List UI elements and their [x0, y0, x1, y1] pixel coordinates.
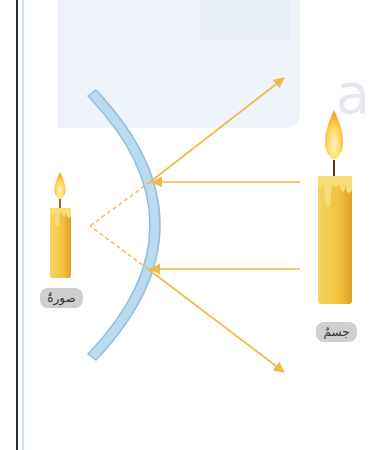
label-text: جسمٌ [322, 324, 351, 340]
page-border [16, 0, 18, 450]
image-label: صورةٌ [40, 288, 83, 308]
virtual-ray [90, 182, 150, 226]
watermark-panel [200, 0, 290, 40]
watermark: a [336, 66, 370, 122]
convex-mirror [88, 90, 160, 360]
incident-ray [150, 268, 300, 270]
reflected-ray [150, 78, 284, 182]
object-candle [318, 110, 352, 304]
image-candle [50, 172, 71, 278]
incident-ray [152, 181, 300, 183]
virtual-ray [90, 226, 148, 269]
page-border [23, 0, 24, 450]
watermark-panel [58, 0, 300, 128]
reflected-ray [148, 269, 284, 372]
object-label: جسمٌ [316, 322, 357, 342]
label-text: صورةٌ [46, 290, 77, 306]
